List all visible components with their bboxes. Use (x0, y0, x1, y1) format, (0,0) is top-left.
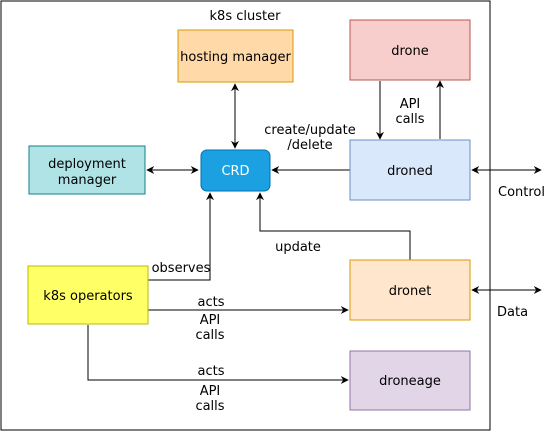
label-data: Data (497, 305, 528, 320)
label-api-calls-droneage-2: calls (195, 399, 224, 414)
node-drone[interactable]: drone (349, 19, 471, 81)
node-hosting-manager[interactable]: hosting manager (177, 29, 294, 83)
cluster-title: k8s cluster (210, 9, 282, 24)
node-k8s-operators[interactable]: k8s operators (27, 265, 149, 325)
label-api-calls-droneage-1: API (200, 384, 221, 399)
label-control: Control (498, 185, 545, 200)
edge-operators-crd (148, 192, 214, 281)
svg-text:dronet: dronet (389, 284, 432, 299)
svg-text:droneage: droneage (379, 374, 441, 389)
label-create-update-1: create/update (264, 123, 355, 138)
label-api-calls-dronet-1: API (200, 313, 221, 328)
label-api-calls-top-2: calls (395, 112, 424, 127)
label-acts-droneage: acts (198, 364, 225, 379)
node-droned[interactable]: droned (349, 139, 471, 201)
label-acts-dronet: acts (198, 295, 225, 310)
svg-text:deployment: deployment (48, 157, 126, 172)
node-dronet[interactable]: dronet (349, 259, 471, 321)
edge-dronet-crd (256, 192, 411, 260)
label-api-calls-top-1: API (400, 97, 421, 112)
svg-text:drone: drone (391, 44, 429, 59)
svg-text:droned: droned (387, 164, 433, 179)
label-create-update-2: /delete (287, 138, 332, 153)
node-crd[interactable]: CRD (200, 149, 271, 192)
label-api-calls-dronet-2: calls (195, 328, 224, 343)
svg-text:hosting manager: hosting manager (180, 50, 291, 65)
label-observes: observes (152, 261, 211, 276)
svg-text:k8s operators: k8s operators (43, 289, 133, 304)
node-deployment-manager[interactable]: deployment manager (28, 145, 146, 195)
edge-operators-droneage (87, 325, 349, 384)
node-droneage[interactable]: droneage (349, 350, 471, 411)
label-update: update (275, 240, 321, 255)
svg-text:CRD: CRD (221, 164, 249, 179)
svg-text:manager: manager (58, 173, 117, 188)
